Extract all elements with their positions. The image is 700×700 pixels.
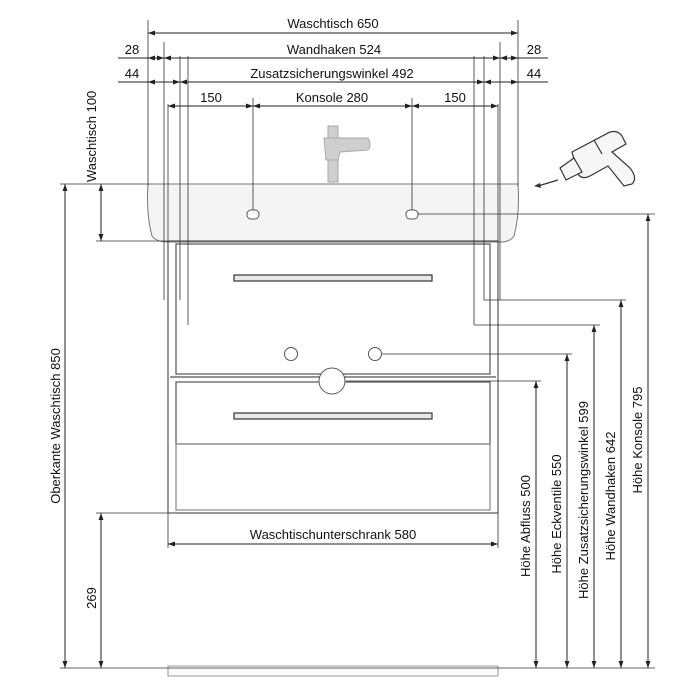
eckventil-left (284, 347, 298, 361)
drill-icon (534, 130, 636, 188)
vanity-cabinet (167, 240, 499, 514)
horizontal-dimensions: Waschtisch 650 28 Wandhaken 524 28 44 Zu… (118, 16, 548, 547)
washbasin (147, 125, 519, 243)
eckventil-right (368, 347, 382, 361)
label-konsole-right-offset: 150 (444, 90, 466, 105)
label-hoehe-wandhaken: Höhe Wandhaken 642 (603, 432, 618, 561)
konsole-hole-right (405, 209, 419, 220)
label-unterschrank: Waschtischunterschrank 580 (250, 527, 416, 542)
label-hoehe-abfluss: Höhe Abfluss 500 (518, 475, 533, 577)
drawer-handle-bottom (233, 412, 433, 420)
label-hoehe-konsole: Höhe Konsole 795 (630, 387, 645, 494)
label-wandhaken: Wandhaken 524 (287, 42, 381, 57)
label-konsole-left-offset: 150 (200, 90, 222, 105)
label-oberkante: Oberkante Waschtisch 850 (48, 348, 63, 504)
label-zusatz-right-offset: 44 (527, 66, 541, 81)
floor-plinth (167, 665, 499, 677)
label-zusatzsicherungswinkel: Zusatzsicherungswinkel 492 (250, 66, 413, 81)
label-hoehe-eckventile: Höhe Eckventile 550 (549, 454, 564, 573)
label-wandhaken-right-offset: 28 (527, 42, 541, 57)
konsole-hole-left (246, 209, 260, 220)
label-hoehe-zusatz: Höhe Zusatzsicherungswinkel 599 (576, 401, 591, 599)
drain (318, 367, 346, 395)
extension-lines (60, 20, 655, 669)
label-konsole: Konsole 280 (296, 90, 368, 105)
label-zusatz-left-offset: 44 (125, 66, 139, 81)
label-wandhaken-left-offset: 28 (125, 42, 139, 57)
vertical-dimensions: Waschtisch 100 Oberkante Waschtisch 850 … (48, 91, 651, 668)
label-waschtisch-width: Waschtisch 650 (287, 16, 378, 31)
label-bottom-gap: 269 (84, 587, 99, 609)
label-waschtisch-height: Waschtisch 100 (84, 91, 99, 182)
faucet-icon (323, 125, 371, 183)
drawer-handle-top (233, 274, 433, 282)
